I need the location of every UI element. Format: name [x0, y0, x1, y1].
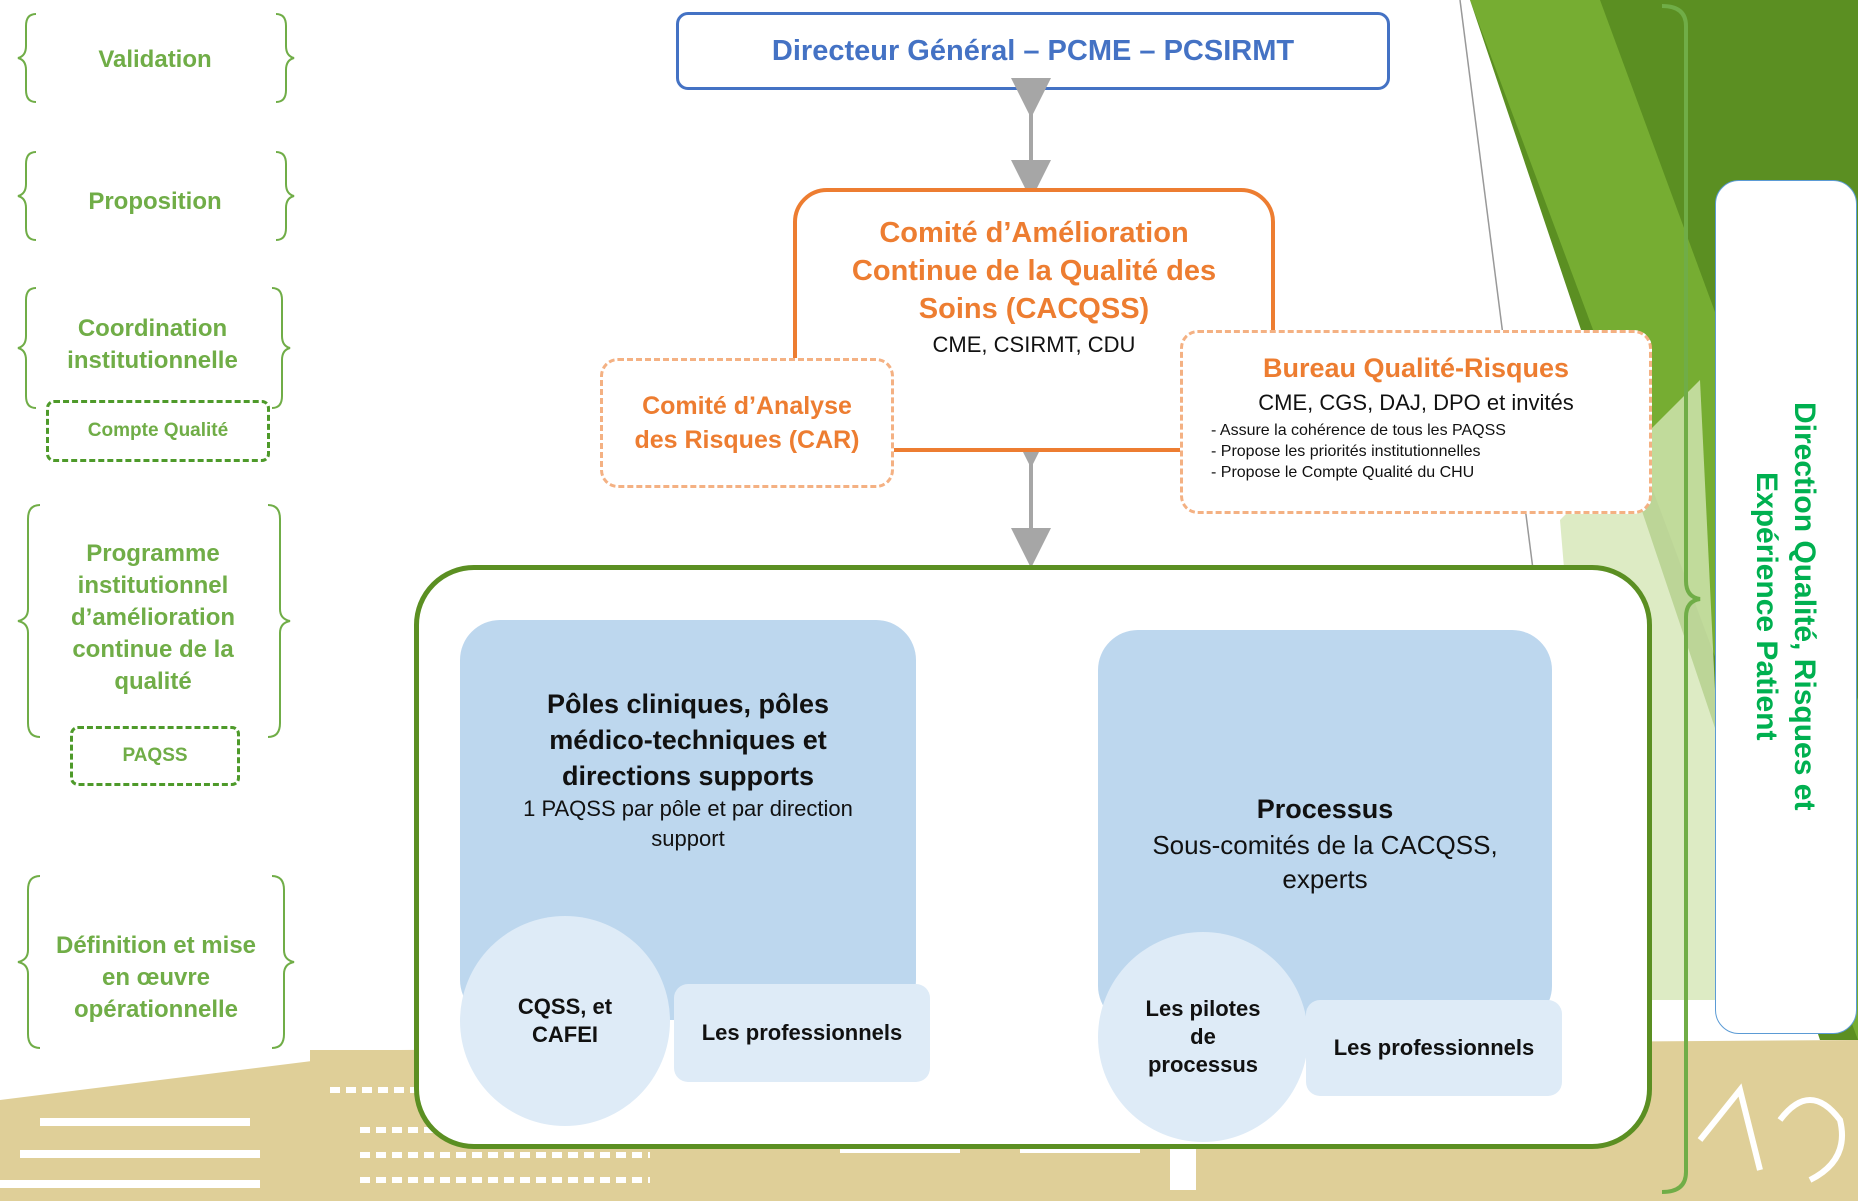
- poles-circle: CQSS, et CAFEI: [460, 916, 670, 1126]
- car-title: Comité d’Analyse des Risques (CAR): [634, 392, 860, 454]
- right-brace: [1661, 4, 1701, 1194]
- processus-professionnels: Les professionnels: [1306, 1000, 1562, 1096]
- directeur-box: Directeur Général – PCME – PCSIRMT: [676, 12, 1390, 90]
- bureau-item-3: - Propose le Compte Qualité du CHU: [1211, 464, 1475, 481]
- label-definition: Définition et mise en œuvre opérationnel…: [55, 932, 257, 1023]
- label-coordination: Coordination institutionnelle: [67, 315, 238, 374]
- car-box: Comité d’Analyse des Risques (CAR): [600, 358, 894, 488]
- label-programme: Programme institutionnel d’amélioration …: [70, 540, 236, 695]
- paqss-box: PAQSS: [70, 726, 240, 786]
- direction-qualite-box: [1715, 180, 1857, 1034]
- processus-subtitle: Sous-comités de la CACQSS, experts: [1152, 830, 1498, 894]
- bureau-subtitle: CME, CGS, DAJ, DPO et invités: [1258, 390, 1574, 415]
- processus-title: Processus: [1256, 794, 1394, 824]
- bureau-item-2: - Propose les priorités institutionnelle…: [1211, 443, 1481, 460]
- compte-qualite-box: Compte Qualité: [46, 400, 270, 462]
- bureau-item-1: - Assure la cohérence de tous les PAQSS: [1211, 422, 1506, 439]
- bureau-box: Bureau Qualité-Risques CME, CGS, DAJ, DP…: [1180, 330, 1652, 514]
- processus-circle: Les pilotes de processus: [1098, 932, 1308, 1142]
- left-braces: [17, 13, 295, 1049]
- label-proposition: Proposition: [88, 188, 222, 215]
- poles-subtitle: 1 PAQSS par pôle et par direction suppor…: [523, 796, 853, 851]
- label-validation: Validation: [98, 46, 212, 73]
- poles-professionnels: Les professionnels: [674, 984, 930, 1082]
- poles-title: Pôles cliniques, pôles médico-techniques…: [546, 689, 830, 791]
- cacqss-subtitle: CME, CSIRMT, CDU: [932, 332, 1136, 357]
- cacqss-title: Comité d’Amélioration Continue de la Qua…: [851, 217, 1217, 325]
- bureau-title: Bureau Qualité-Risques: [1262, 353, 1570, 383]
- direction-qualite-label: Direction Qualité, Risques et Expérience…: [1750, 401, 1821, 811]
